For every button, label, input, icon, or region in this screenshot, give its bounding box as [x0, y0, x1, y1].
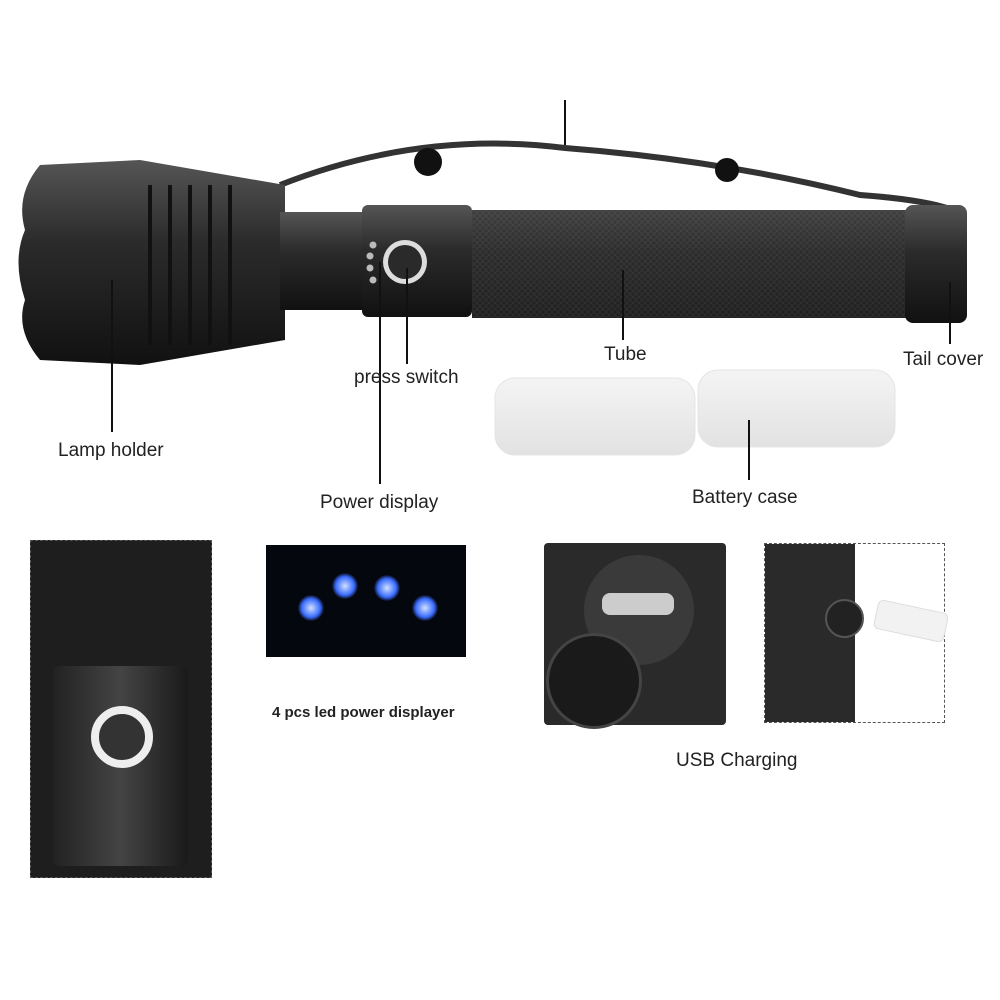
led-display-image [266, 545, 466, 657]
led-dot [374, 575, 400, 601]
battery-case-2 [697, 369, 896, 448]
lanyard [278, 140, 960, 215]
press-switch-leader-line [406, 268, 408, 364]
led-dot [298, 595, 324, 621]
usb-cable-image [764, 543, 950, 723]
lamp-holder-leader-line [111, 280, 113, 432]
tail-cap [905, 205, 967, 323]
lanyard-bead [715, 158, 739, 182]
tube-leader-line [622, 270, 624, 340]
flashlight-illustration [18, 140, 967, 456]
press-switch-label: press switch [354, 367, 459, 388]
tube-label: Tube [604, 344, 647, 365]
battery-case-label: Battery case [692, 487, 798, 508]
usb-charging-label: USB Charging [676, 750, 798, 771]
lanyard-leader-line [564, 100, 566, 145]
usb-port-image [544, 543, 726, 729]
neck [280, 212, 370, 310]
lanyard-bead [414, 148, 442, 176]
power-button-icon [91, 706, 153, 768]
switch-closeup-image [30, 540, 212, 878]
power-display-leader-line [379, 262, 381, 484]
usb-port-icon [602, 593, 674, 615]
battery-case-1 [494, 377, 696, 456]
power-display-label: Power display [320, 492, 439, 513]
battery-case-leader-line [748, 420, 750, 480]
tail-cover-leader-line [949, 282, 951, 344]
led-caption: 4 pcs led power displayer [272, 704, 455, 721]
led-dot [412, 595, 438, 621]
press-switch-button [388, 245, 422, 279]
usb-plug-icon [872, 598, 950, 644]
tail-cover-label: Tail cover [903, 349, 984, 370]
led-dot [332, 573, 358, 599]
lamp-holder-label: Lamp holder [58, 440, 164, 461]
